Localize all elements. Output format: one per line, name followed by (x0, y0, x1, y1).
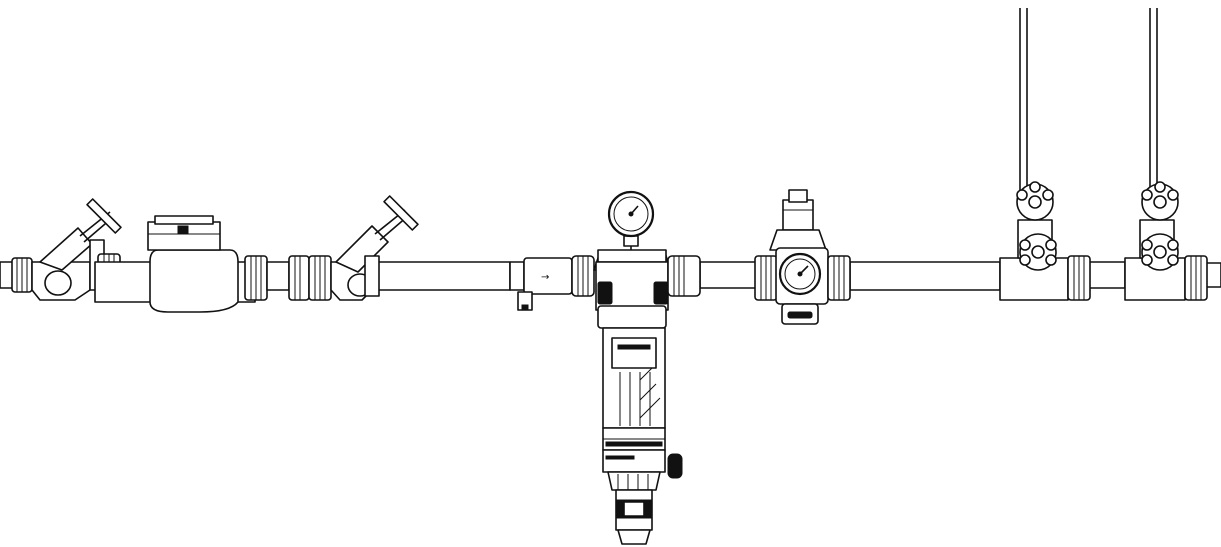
pipe-section-1 (374, 261, 511, 291)
handwheel-icon (383, 195, 419, 231)
pipe-section-2 (699, 261, 761, 289)
branch-valve-1 (999, 8, 1091, 301)
flow-arrow-icon: → (541, 272, 549, 283)
backwash-filter (593, 190, 701, 545)
adjuster-cap-icon (782, 199, 814, 231)
outlet-stop-valve (308, 195, 419, 301)
handwheel-icon (1019, 233, 1057, 271)
handwheel-icon (1016, 181, 1054, 221)
drain-valve: → (509, 255, 595, 311)
pipe-section-4 (1084, 261, 1126, 289)
handwheel-icon (86, 198, 122, 234)
pipe-section-3 (849, 261, 1001, 291)
handwheel-icon (1141, 233, 1179, 271)
water-meter (94, 215, 310, 313)
backwash-knob-icon (667, 453, 683, 479)
pressure-reducer (754, 189, 851, 325)
handwheel-icon (1141, 181, 1179, 221)
main-pipe (0, 261, 1221, 291)
meter-register-icon (147, 221, 221, 251)
branch-valve-2 (1124, 8, 1208, 301)
